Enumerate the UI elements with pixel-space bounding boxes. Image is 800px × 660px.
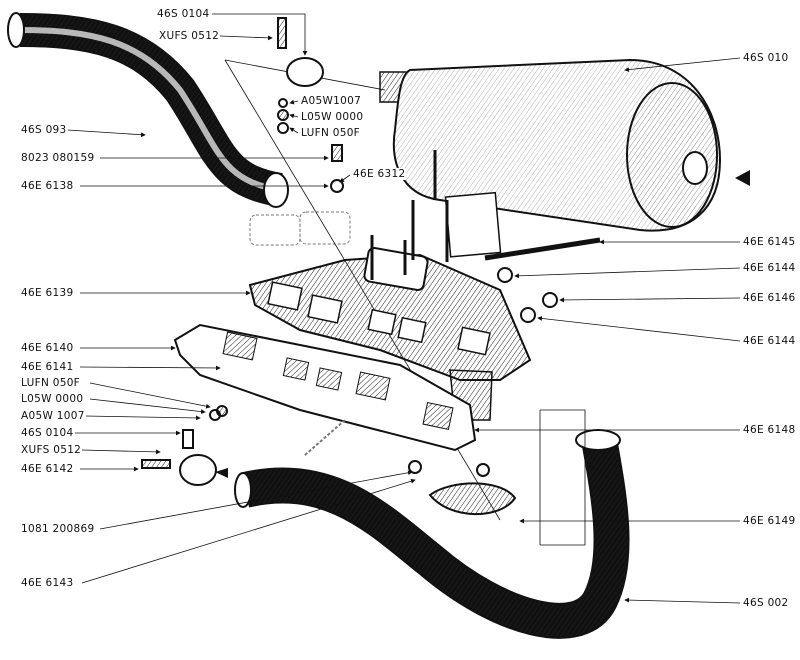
part-label: 46E 6312 <box>352 168 407 180</box>
rear-pipe <box>215 429 630 639</box>
exhaust-manifold <box>248 150 532 421</box>
part-label: 46S 002 <box>742 597 790 609</box>
part-label: L05W 0000 <box>300 111 365 123</box>
part-label: 46S 0104 <box>156 8 211 20</box>
part-label: XUFS 0512 <box>20 444 83 456</box>
part-label: LUFN 050F <box>20 377 82 389</box>
part-label: 46E 6142 <box>20 463 75 475</box>
part-label: 46S 0104 <box>20 427 75 439</box>
part-label: 46E 6139 <box>20 287 75 299</box>
leader-lines <box>67 13 741 604</box>
part-label: 46E 6144 <box>742 262 797 274</box>
part-label: 46E 6145 <box>742 236 797 248</box>
part-label: 8023 080159 <box>20 152 96 164</box>
part-label: 46E 6149 <box>742 515 797 527</box>
part-label: XUFS 0512 <box>158 30 221 42</box>
manifold-gasket <box>173 323 477 452</box>
part-label: 46E 6144 <box>742 335 797 347</box>
part-label: 46S 010 <box>742 52 790 64</box>
part-label: 46S 093 <box>20 124 68 136</box>
part-label: LUFN 050F <box>300 127 362 139</box>
part-label: 46E 6148 <box>742 424 797 436</box>
part-label: 46E 6146 <box>742 292 797 304</box>
part-label: 1081 200869 <box>20 523 96 535</box>
small-hardware <box>141 17 601 546</box>
part-label: A05W1007 <box>300 95 363 107</box>
part-label: 46E 6143 <box>20 577 75 589</box>
part-label: L05W 0000 <box>20 393 85 405</box>
front-pipe <box>7 12 289 208</box>
part-label: 46E 6138 <box>20 180 75 192</box>
part-label: 46E 6141 <box>20 361 75 373</box>
part-label: 46E 6140 <box>20 342 75 354</box>
muffler <box>379 58 750 258</box>
part-label: A05W 1007 <box>20 410 86 422</box>
